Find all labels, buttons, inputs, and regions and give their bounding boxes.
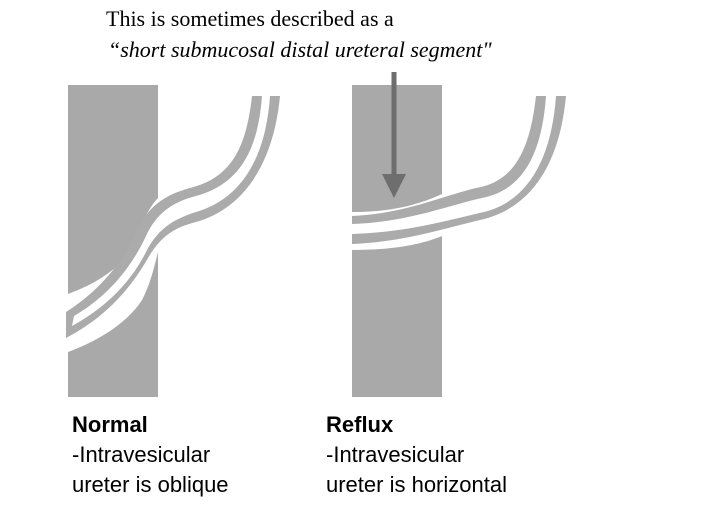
reflux-diagram [352,72,566,397]
normal-diagram [66,85,280,397]
normal-title: Normal [72,412,148,437]
reflux-title: Reflux [326,412,394,437]
normal-desc-line-1: -Intravesicular [72,442,211,467]
reflux-bladder-wall-upper [352,85,442,212]
arrow-head-icon [382,174,406,198]
normal-ureter-lumen [72,96,270,326]
reflux-desc-line-1: -Intravesicular [326,442,465,467]
ureter-diagrams [66,72,566,397]
normal-desc-line-2: ureter is oblique [72,472,229,497]
reflux-bladder-wall-lower [352,236,442,397]
reflux-caption: Reflux -Intravesicular ureter is horizon… [326,410,507,500]
normal-caption: Normal -Intravesicular ureter is oblique [72,410,229,500]
annotation-line-2: “short submucosal distal ureteral segmen… [108,37,492,62]
annotation-line-1: This is sometimes described as a [106,6,394,31]
reflux-ureter-lumen [352,96,556,234]
normal-bladder-wall-upper [68,85,158,294]
normal-bladder-wall-lower [68,252,158,397]
annotation: This is sometimes described as a “short … [0,0,714,70]
reflux-desc-line-2: ureter is horizontal [326,472,507,497]
